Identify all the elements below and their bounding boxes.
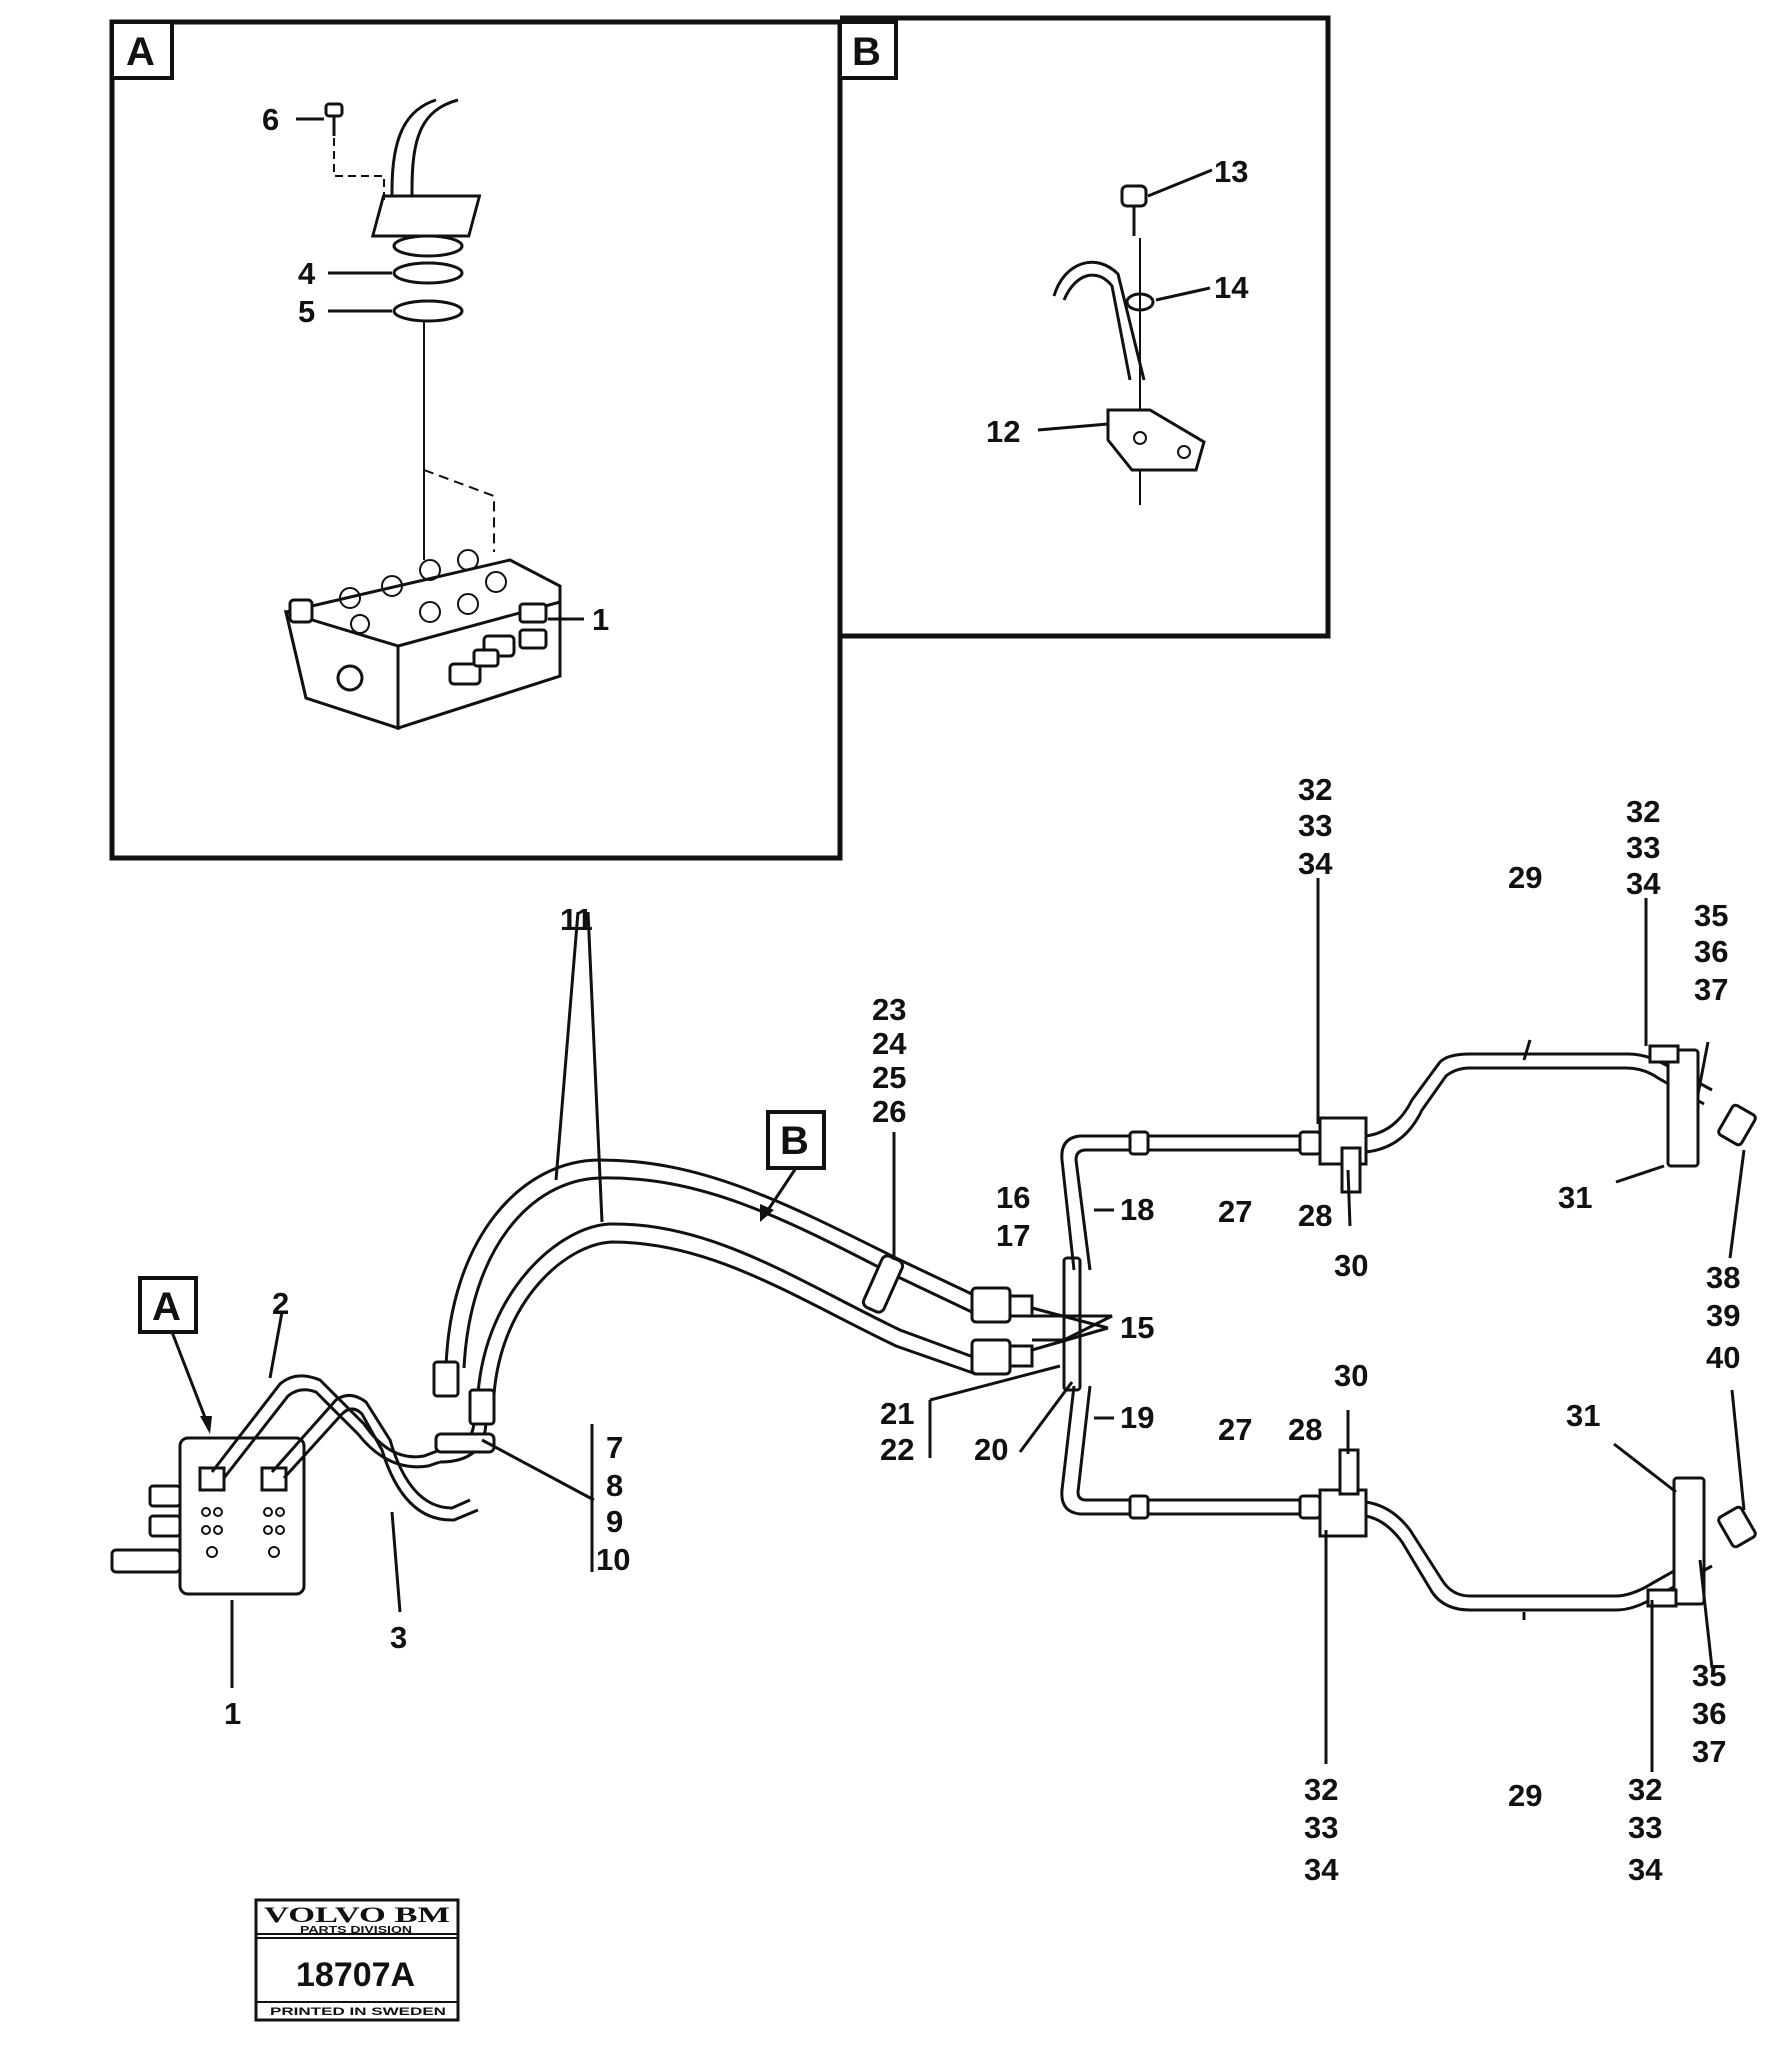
- callout-6: 6: [262, 102, 279, 137]
- callout-32-lower-left: 32: [1304, 1772, 1338, 1807]
- callout-11: 11: [560, 902, 593, 937]
- volvo-bm-stamp: VOLVO BM PARTS DIVISION 18707A PRINTED I…: [254, 1898, 460, 2022]
- view-marker-b: [766, 1110, 826, 1170]
- callout-10: 10: [596, 1542, 630, 1577]
- detail-b: B 13 14 12: [838, 15, 1331, 639]
- lever-icon: [1052, 260, 1206, 472]
- callout-19: 19: [1120, 1400, 1154, 1435]
- callout-1: 1: [592, 602, 609, 637]
- callout-21: 21: [880, 1396, 914, 1431]
- upper-line: [1128, 1044, 1757, 1194]
- clamp-icon: [434, 1432, 496, 1454]
- callout-24: 24: [872, 1026, 907, 1061]
- callout-12: 12: [986, 414, 1020, 449]
- callout-4: 4: [298, 256, 316, 291]
- detail-a-hose: [410, 98, 459, 215]
- callout-33-lower-right: 33: [1628, 1810, 1662, 1845]
- callout-30-lower: 30: [1334, 1358, 1368, 1393]
- callout-27-lower: 27: [1218, 1412, 1252, 1447]
- leader-lines: [230, 878, 1746, 1772]
- callout-34-upper-left: 34: [1298, 846, 1333, 881]
- pipe-19: [1060, 1385, 1130, 1516]
- callout-35-upper: 35: [1694, 898, 1728, 933]
- view-marker-a: [138, 1276, 198, 1334]
- callout-40: 40: [1706, 1340, 1740, 1375]
- callout-20: 20: [974, 1432, 1008, 1467]
- detail-a-tag: [110, 20, 174, 80]
- hose-11: [432, 1158, 977, 1426]
- callout-34-upper-right: 34: [1626, 866, 1661, 901]
- callout-39: 39: [1706, 1298, 1740, 1333]
- callout-36-upper: 36: [1694, 934, 1728, 969]
- bolt-icon: [324, 102, 344, 136]
- callout-3: 3: [390, 1620, 407, 1655]
- control-valve-block: [283, 549, 562, 731]
- callout-38: 38: [1706, 1260, 1740, 1295]
- callout-8: 8: [606, 1468, 623, 1503]
- screw-icon: [1120, 184, 1148, 236]
- stamp-division: PARTS DIVISION: [300, 1925, 412, 1936]
- callout-29-lower: 29: [1508, 1778, 1542, 1813]
- callout-33-lower-left: 33: [1304, 1810, 1338, 1845]
- callout-30-upper: 30: [1334, 1248, 1368, 1283]
- callout-32-lower-right: 32: [1628, 1772, 1662, 1807]
- o-ring-icon: [392, 261, 464, 285]
- callout-31-lower: 31: [1566, 1398, 1600, 1433]
- detail-b-frame: [840, 15, 1331, 639]
- callout-22: 22: [880, 1432, 914, 1467]
- callout-32-upper-left: 32: [1298, 772, 1332, 807]
- callout-23: 23: [872, 992, 906, 1027]
- callout-9: 9: [606, 1504, 623, 1539]
- callout-34-lower-left: 34: [1304, 1852, 1339, 1887]
- callout-18: 18: [1120, 1192, 1154, 1227]
- callout-33-upper-left: 33: [1298, 808, 1332, 843]
- detail-b-label: B: [852, 30, 881, 74]
- callout-34-lower-right: 34: [1628, 1852, 1663, 1887]
- callout-14: 14: [1214, 270, 1249, 305]
- callout-5: 5: [298, 294, 315, 329]
- callout-15: 15: [1120, 1310, 1154, 1345]
- lower-line: [1128, 1448, 1757, 1612]
- callout-35-lower: 35: [1692, 1658, 1726, 1693]
- callout-28-upper: 28: [1298, 1198, 1332, 1233]
- callout-25: 25: [872, 1060, 906, 1095]
- detail-a-frame: [109, 19, 843, 861]
- callout-1: 1: [224, 1696, 241, 1731]
- callout-26: 26: [872, 1094, 906, 1129]
- callout-32-upper-right: 32: [1626, 794, 1660, 829]
- detail-a: A: [109, 19, 843, 861]
- detail-a-label: A: [126, 30, 155, 74]
- stamp-footer: PRINTED IN SWEDEN: [270, 2006, 446, 2018]
- stamp-brand: VOLVO BM: [264, 1902, 450, 1927]
- pipe-18: [1060, 1134, 1130, 1271]
- callout-7: 7: [606, 1430, 623, 1465]
- pipe-2: [210, 1374, 441, 1479]
- detail-a-flange: [370, 194, 482, 238]
- o-ring-icon: [392, 299, 464, 323]
- callout-31-upper: 31: [1558, 1180, 1592, 1215]
- hose-connectors: [970, 1256, 1113, 1392]
- view-marker-a-label: A: [152, 1285, 181, 1329]
- callout-27-upper: 27: [1218, 1194, 1252, 1229]
- stamp-number: 18707A: [296, 1956, 415, 1994]
- callout-28-lower: 28: [1288, 1412, 1322, 1447]
- view-marker-b-label: B: [780, 1119, 809, 1163]
- callout-17: 17: [996, 1218, 1030, 1253]
- callout-13: 13: [1214, 154, 1248, 189]
- callout-36-lower: 36: [1692, 1696, 1726, 1731]
- main-view: A B: [110, 772, 1757, 1887]
- callout-37-lower: 37: [1692, 1734, 1726, 1769]
- callout-16: 16: [996, 1180, 1030, 1215]
- control-valve: [110, 1436, 306, 1596]
- callout-29-upper: 29: [1508, 860, 1542, 895]
- callout-33-upper-right: 33: [1626, 830, 1660, 865]
- detail-b-tag: [838, 20, 898, 80]
- callout-2: 2: [272, 1286, 289, 1321]
- callout-37-upper: 37: [1694, 972, 1728, 1007]
